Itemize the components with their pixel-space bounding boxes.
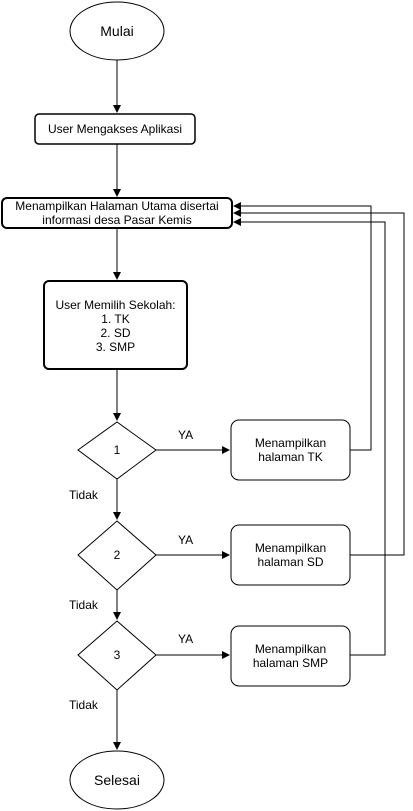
end-terminal: [69, 750, 165, 810]
edge-smp-home: [233, 218, 386, 656]
edge-tk-home: [233, 202, 372, 451]
smp-label-line2: halaman SMP: [252, 656, 329, 670]
sd-label-line1: Menampilkan: [254, 541, 327, 555]
yes-label-3: YA: [178, 632, 194, 646]
home-label: Menampilkan Halaman Utama disertai infor…: [2, 199, 232, 227]
smp-label-line1: Menampilkan: [254, 642, 327, 656]
access-label: User Mengakses Aplikasi: [47, 122, 183, 136]
tk-label-line2: halaman TK: [258, 450, 323, 464]
decision-3-label: 3: [113, 648, 121, 662]
yes-label-2: YA: [178, 533, 194, 547]
smp-label: Menampilkan halaman SMP: [231, 642, 350, 670]
choose-label-line2: 1. TK: [101, 312, 130, 326]
access-process: [34, 113, 196, 145]
choose-label-line4: 3. SMP: [95, 340, 136, 354]
no-label-1: Tidak: [69, 488, 98, 502]
smp-process: [230, 625, 351, 687]
end-label: Selesai: [94, 772, 140, 788]
sd-label: Menampilkan halaman SD: [231, 541, 350, 569]
edge-sd-home: [233, 209, 405, 556]
start-label: Mulai: [100, 23, 134, 39]
tk-label: Menampilkan halaman TK: [231, 436, 350, 464]
no-label-3: Tidak: [69, 698, 98, 712]
decision-2-label: 2: [113, 548, 121, 562]
sd-label-line2: halaman SD: [257, 555, 324, 569]
no-label-2: Tidak: [69, 598, 98, 612]
tk-label-line1: Menampilkan: [254, 436, 327, 450]
choose-label-line3: 2. SD: [100, 326, 131, 340]
yes-label-1: YA: [178, 428, 194, 442]
choose-label: User Memilih Sekolah: 1. TK 2. SD 3. SMP: [44, 297, 187, 355]
choose-process: [43, 280, 188, 370]
home-label-line1: Menampilkan Halaman Utama disertai: [15, 199, 219, 213]
decision-1-label: 1: [113, 443, 121, 457]
choose-label-line1: User Memilih Sekolah:: [55, 298, 176, 312]
home-label-line2: informasi desa Pasar Kemis: [42, 213, 192, 227]
